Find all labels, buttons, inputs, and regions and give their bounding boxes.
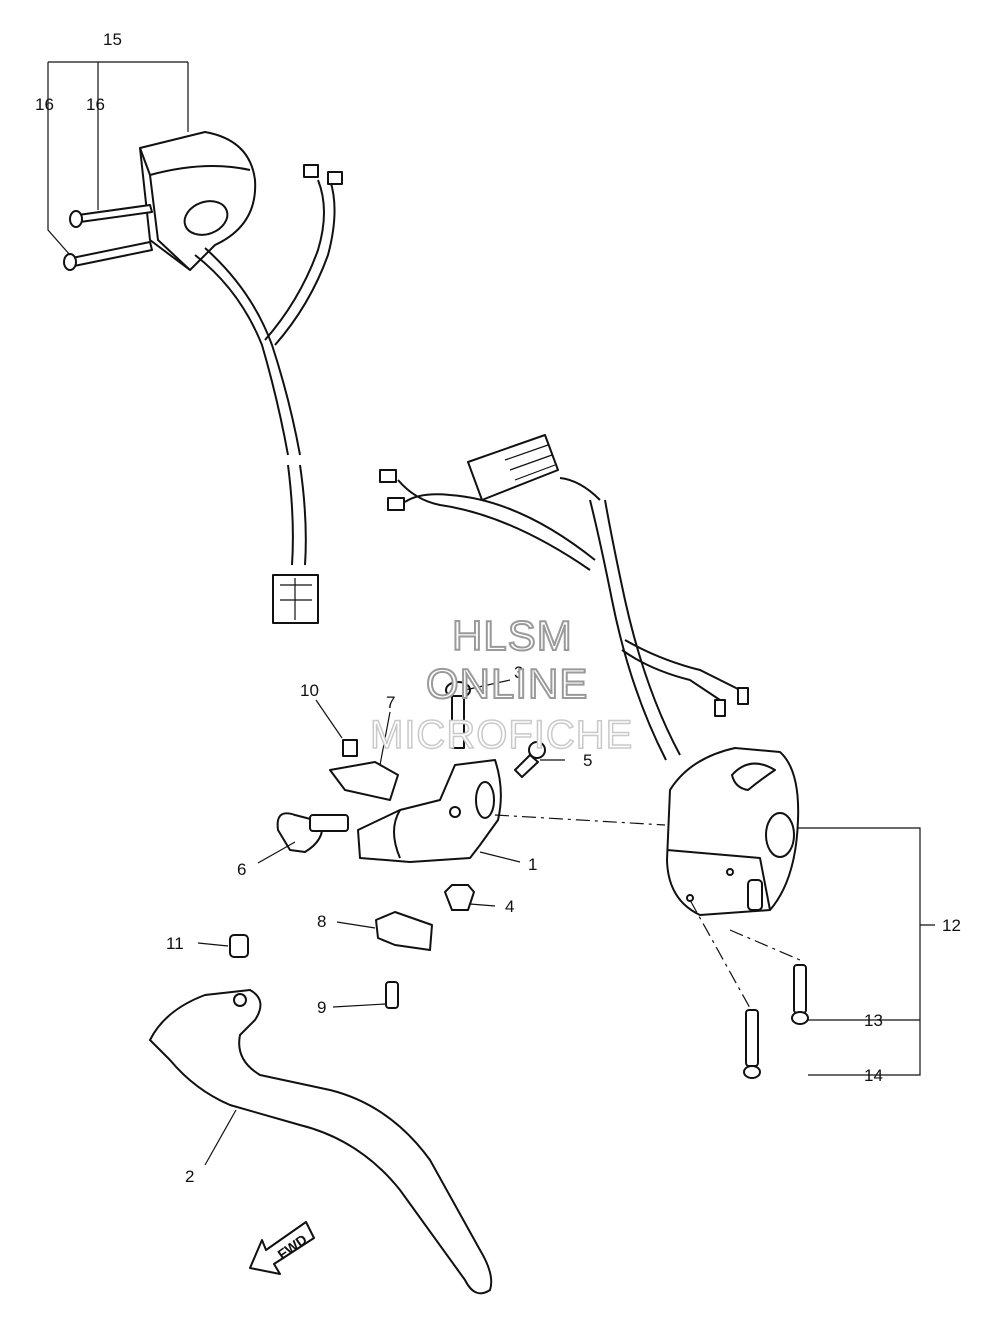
callout-12: 12 bbox=[942, 916, 961, 935]
right-switch-harness bbox=[379, 434, 749, 761]
callout-6: 6 bbox=[237, 860, 246, 879]
callout-5: 5 bbox=[583, 751, 592, 770]
left-switch-screw-lower bbox=[63, 241, 153, 271]
lever-collar bbox=[229, 934, 249, 958]
fwd-direction-arrow: FWD bbox=[249, 1221, 315, 1275]
callout-2: 2 bbox=[185, 1167, 194, 1186]
callout-1: 1 bbox=[528, 855, 537, 874]
pivot-bolt bbox=[445, 681, 471, 749]
callout-4: 4 bbox=[505, 897, 514, 916]
watermark-hlsm: HLSM bbox=[452, 612, 573, 659]
adjuster-knob bbox=[276, 812, 349, 853]
callout-7: 7 bbox=[386, 693, 395, 712]
clutch-switch bbox=[375, 911, 433, 951]
left-handlebar-switch bbox=[139, 131, 257, 271]
lever-switch-bracket bbox=[329, 761, 399, 801]
clutch-lever bbox=[149, 989, 493, 1295]
leader-lines bbox=[47, 61, 935, 1166]
callout-16b: 16 bbox=[86, 95, 105, 114]
left-switch-screw-upper bbox=[69, 204, 153, 228]
callout-13: 13 bbox=[864, 1011, 883, 1030]
callout-10: 10 bbox=[300, 681, 319, 700]
small-screw bbox=[342, 739, 358, 757]
right-handlebar-switch bbox=[666, 747, 800, 916]
watermark-microfiche: MICROFICHE bbox=[370, 713, 633, 757]
callout-11: 11 bbox=[166, 934, 184, 953]
watermark-online: ONLINE bbox=[426, 660, 588, 707]
switch-screw bbox=[385, 981, 399, 1009]
callout-8: 8 bbox=[317, 912, 326, 931]
assembly-lines bbox=[494, 814, 801, 1009]
bracket-screw bbox=[514, 741, 546, 778]
callout-16a: 16 bbox=[35, 95, 54, 114]
callout-14: 14 bbox=[864, 1066, 883, 1085]
left-switch-harness bbox=[194, 164, 343, 624]
watermark: HLSM ONLINE MICROFICHE bbox=[369, 611, 633, 758]
switch-screw-14 bbox=[743, 1009, 761, 1079]
callout-labels: 15 16 16 1 2 3 4 5 6 7 8 9 10 11 12 13 1… bbox=[35, 30, 961, 1186]
callout-9: 9 bbox=[317, 998, 326, 1017]
pivot-nut bbox=[444, 884, 475, 911]
callout-3: 3 bbox=[514, 663, 523, 682]
switch-screw-13 bbox=[791, 964, 809, 1025]
callout-15: 15 bbox=[103, 30, 122, 49]
lever-bracket bbox=[357, 759, 502, 863]
